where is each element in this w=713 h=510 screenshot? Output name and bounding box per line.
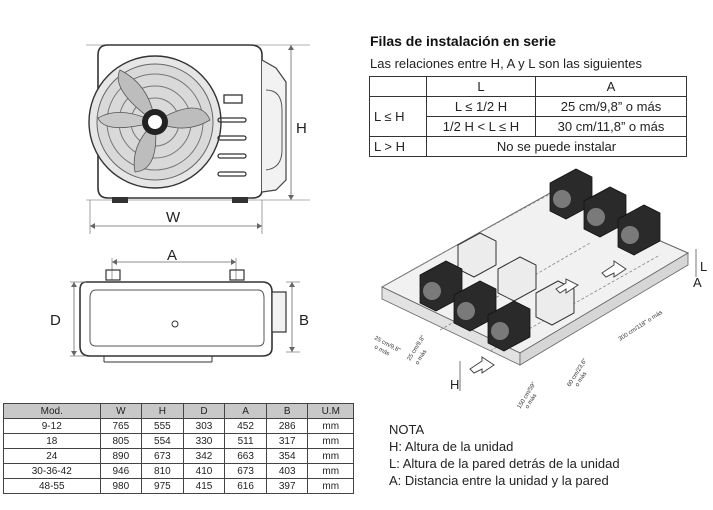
table-cell: 673 [224,463,267,479]
table-cell: 403 [265,463,309,479]
table-cell: 890 [99,448,143,464]
table-cell: 397 [265,478,309,494]
table-cell: 452 [224,418,267,434]
note-block: NOTA H: Altura de la unidad L: Altura de… [389,421,620,489]
table-cell: 410 [182,463,226,479]
table-cell: mm [307,448,354,464]
relation-cell: L ≤ 1/2 H [426,96,536,117]
table-cell: 48-55 [3,478,101,494]
table-cell: 555 [141,418,184,434]
relation-cell: 1/2 H < L ≤ H [426,116,536,137]
top-a-label: A [167,247,177,264]
table-cell: 765 [99,418,143,434]
front-view-drawing: H W [86,44,310,234]
table-cell: mm [307,463,354,479]
relation-table: L A L ≤ H L ≤ 1/2 H 25 cm/9,8” o más 1/2… [369,76,687,157]
section-subtitle: Las relaciones entre H, A y L son las si… [370,56,642,71]
relation-cell: 30 cm/11,8” o más [535,116,687,137]
note-line-l: L: Altura de la pared detrás de la unida… [389,456,620,471]
table-cell: 975 [141,478,184,494]
table-cell: 30-36-42 [3,463,101,479]
note-line-h: H: Altura de la unidad [389,439,514,454]
dimension-header-cell: H [141,403,184,419]
series-installation-drawing: 25 cm/9,8" o más 25 cm/9,8" o más 150 cm… [373,168,707,410]
top-view-drawing: A D B [50,247,309,363]
table-cell: mm [307,478,354,494]
table-cell: 317 [265,433,309,449]
dimension-header-cell: U.M [307,403,354,419]
table-cell: 330 [182,433,226,449]
top-d-label: D [50,312,61,329]
table-cell: 24 [3,448,101,464]
table-cell: 342 [182,448,226,464]
table-cell: mm [307,433,354,449]
dimension-header-cell: A [224,403,267,419]
note-title: NOTA [389,422,425,437]
table-cell: mm [307,418,354,434]
relation-row-label-2: L > H [369,136,427,157]
top-b-label: B [299,312,309,329]
iso-h-label: H [450,377,459,392]
dimension-header-cell: B [265,403,309,419]
table-cell: 354 [265,448,309,464]
table-cell: 286 [265,418,309,434]
section-title: Filas de instalación en serie [370,33,556,49]
relation-cell: 25 cm/9,8” o más [535,96,687,117]
relation-header-l: L [426,76,536,97]
dimension-header-cell: W [99,403,143,419]
table-cell: 663 [224,448,267,464]
table-cell: 805 [99,433,143,449]
table-cell: 810 [141,463,184,479]
dimension-header-cell: D [182,403,226,419]
table-cell: 980 [99,478,143,494]
relation-cell: No se puede instalar [426,136,687,157]
relation-row-label-1: L ≤ H [369,96,427,137]
iso-a-label: A [693,275,702,290]
table-cell: 415 [182,478,226,494]
table-cell: 303 [182,418,226,434]
table-cell: 18 [3,433,101,449]
relation-header-a: A [535,76,687,97]
table-cell: 511 [224,433,267,449]
table-cell: 673 [141,448,184,464]
note-line-a: A: Distancia entre la unidad y la pared [389,473,609,488]
table-cell: 946 [99,463,143,479]
front-w-label: W [166,209,181,226]
iso-l-label: L [700,259,707,274]
dimension-header-cell: Mod. [3,403,101,419]
table-cell: 554 [141,433,184,449]
table-cell: 9-12 [3,418,101,434]
table-cell: 616 [224,478,267,494]
dim-label: 300 cm/118" o más [618,310,664,343]
front-h-label: H [296,120,307,137]
